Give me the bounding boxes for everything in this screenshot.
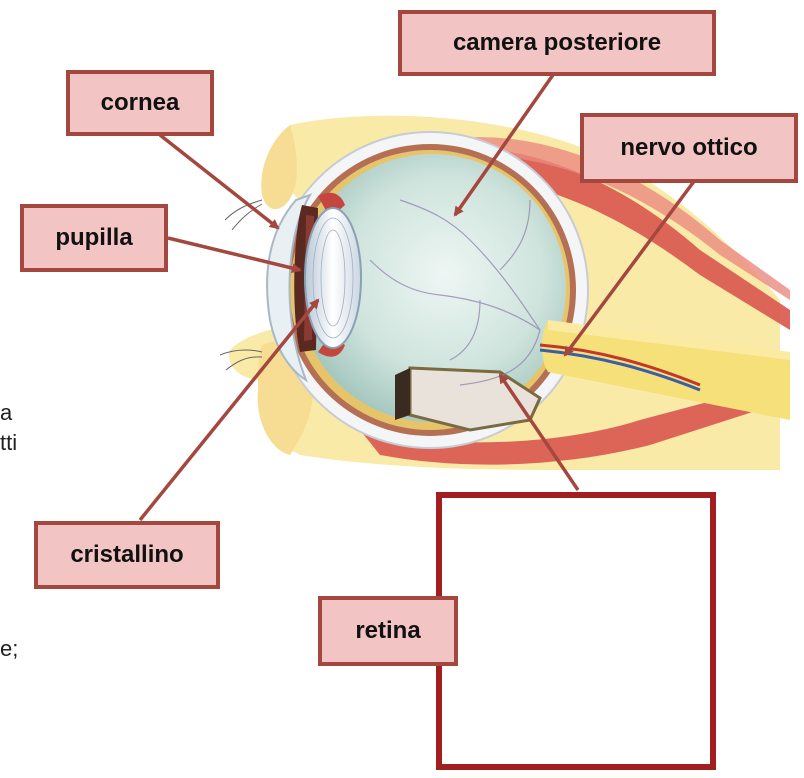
label-camera-posteriore: camera posteriore (398, 10, 716, 76)
label-cornea: cornea (66, 70, 214, 136)
label-retina: retina (318, 596, 458, 666)
label-cristallino: cristallino (34, 521, 220, 589)
retina-detail-frame (436, 492, 716, 770)
label-pupilla: pupilla (20, 204, 168, 272)
cut-text-fragment: e; (0, 636, 18, 662)
cut-text-fragment: tti (0, 430, 17, 456)
upper-eyelid (261, 125, 297, 209)
cut-text-fragment: a (0, 400, 12, 426)
cutaway-edge (395, 368, 410, 420)
label-nervo-ottico: nervo ottico (580, 113, 798, 183)
arrow-cornea (160, 135, 278, 228)
